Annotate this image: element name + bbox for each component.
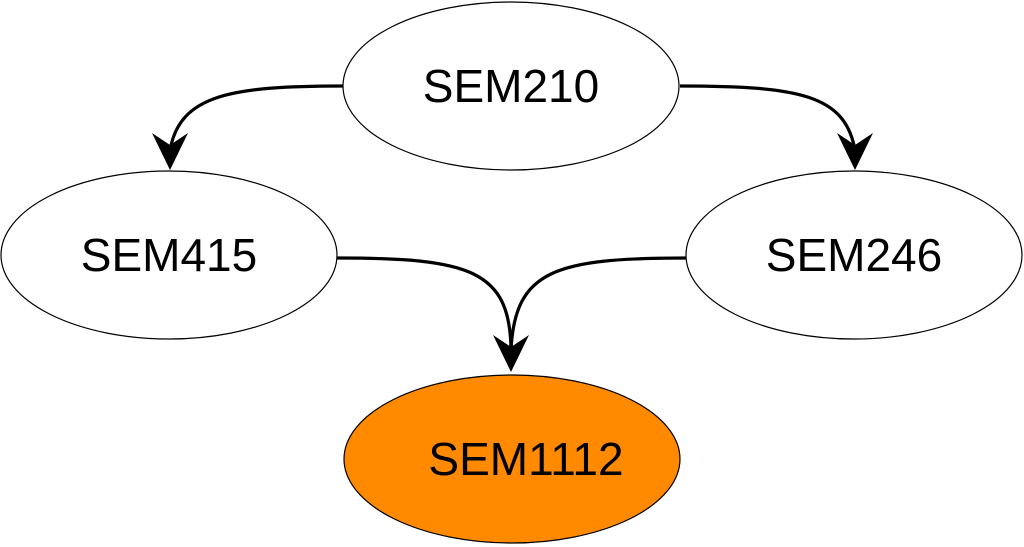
edge-sem246-to-sem1112 <box>509 256 688 351</box>
edge-sem415-to-sem1112 <box>336 256 513 351</box>
node-shape <box>0 170 338 340</box>
edge-line <box>168 84 344 151</box>
node-label: SEM415 <box>81 229 257 281</box>
edge-line <box>336 256 513 351</box>
node-sem246: SEM246 <box>685 170 1023 340</box>
node-label: SEM210 <box>423 60 599 112</box>
node-sem415: SEM415 <box>0 170 338 340</box>
node-shape <box>342 1 680 171</box>
edge-line <box>509 256 688 351</box>
node-label: SEM1112 <box>428 433 623 485</box>
arrowhead-icon <box>152 133 188 170</box>
edges <box>152 84 873 372</box>
node-label: SEM246 <box>766 229 942 281</box>
arrowhead-icon <box>493 335 529 372</box>
edge-sem210-to-sem415 <box>152 84 344 170</box>
node-sem210: SEM210 <box>342 1 680 171</box>
edge-line <box>679 84 857 151</box>
arrowhead-icon <box>837 133 873 170</box>
node-shape <box>685 170 1023 340</box>
node-shape <box>343 374 681 544</box>
edge-sem210-to-sem246 <box>679 84 873 170</box>
node-sem1112: SEM1112 <box>343 374 681 544</box>
